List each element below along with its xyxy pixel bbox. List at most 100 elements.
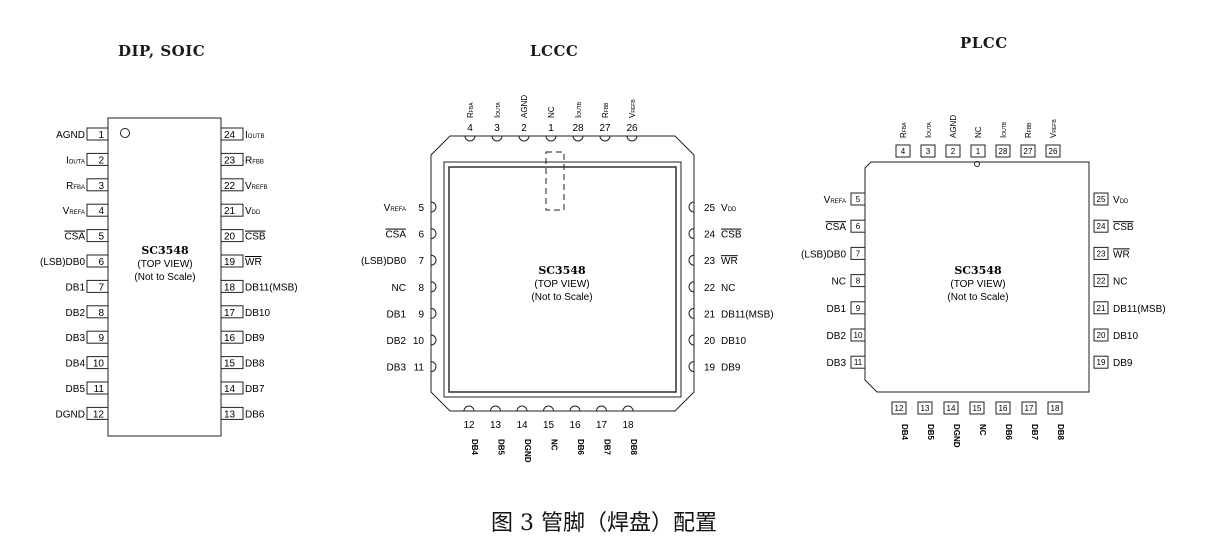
plcc-pin-name-v-refa: VREFA <box>824 195 846 206</box>
lccc-pin-number-25: 25 <box>704 203 716 214</box>
plcc-pin-name-dgnd: DGND <box>952 424 961 448</box>
plcc-pad-23 <box>1093 246 1109 260</box>
lccc-pad-18 <box>622 405 634 412</box>
lccc-pin-name-dgnd: DGND <box>523 439 532 463</box>
lccc-pin-name-db10: DB10 <box>721 336 746 347</box>
plcc-pad-2 <box>945 144 961 158</box>
pin-name-db3: DB3 <box>66 333 86 344</box>
pin-number: 14 <box>224 384 236 395</box>
plcc-pad-3 <box>920 144 936 158</box>
pin-name-i-outa: IOUTA <box>66 155 85 166</box>
plcc-pin-name-nc: NC <box>978 424 987 436</box>
lccc-pad-4 <box>464 135 476 142</box>
pin-name-db6: DB6 <box>245 409 265 420</box>
plcc-pin-name-db4: DB4 <box>900 424 909 441</box>
lccc-chip-scale: (Not to Scale) <box>531 292 592 303</box>
lccc-die-inner <box>448 166 677 393</box>
dip-chip-view: (TOP VIEW) <box>137 259 192 270</box>
lccc-pin-number-22: 22 <box>704 283 716 294</box>
pin-number: 8 <box>98 308 104 319</box>
pin-box <box>86 229 109 243</box>
plcc-pin-name-v-refb: VREFB <box>1049 119 1058 138</box>
lccc-pad-28 <box>572 135 584 142</box>
lccc-pin-number-18: 18 <box>622 420 634 431</box>
plcc-pin-name-v-dd: VDD <box>1113 195 1129 206</box>
lccc-pin1-index <box>545 151 565 211</box>
plcc-pin-number-4: 4 <box>901 147 906 156</box>
lccc-pin-name-v-dd: VDD <box>721 203 737 214</box>
lccc-pin-number-6: 6 <box>418 230 424 241</box>
pin-name-db10: DB10 <box>245 308 270 319</box>
plcc-pad-20 <box>1093 328 1109 342</box>
plcc-pin-name-csb: CSB <box>1113 222 1134 233</box>
pin-box <box>86 152 109 166</box>
plcc-pin-name-db3: DB3 <box>827 358 847 369</box>
pin-name-db1: DB1 <box>66 282 86 293</box>
pin-box <box>220 381 244 395</box>
plcc-pad-6 <box>850 219 866 233</box>
dip-chip-name: SC3548 <box>141 244 189 257</box>
pin-box <box>86 356 109 370</box>
pin-name-csb: CSB <box>245 232 266 243</box>
lccc-title: LCCC <box>530 42 579 60</box>
lccc-pin-number-19: 19 <box>704 363 716 374</box>
lccc-pin-number-21: 21 <box>704 309 716 320</box>
plcc-pin-number-8: 8 <box>856 277 861 286</box>
pin-name-db2: DB2 <box>66 308 86 319</box>
lccc-pin-name-r-fbb: RFBB <box>601 102 610 118</box>
plcc-chip-view: (TOP VIEW) <box>950 279 1005 290</box>
lccc-pin-number-11: 11 <box>414 363 425 374</box>
lccc-pin-name-lsb-db0: (LSB)DB0 <box>361 256 406 267</box>
pin-box <box>220 254 244 268</box>
dip-chip-scale: (Not to Scale) <box>134 272 195 283</box>
plcc-pin-name-lsb-db0: (LSB)DB0 <box>801 249 846 260</box>
dip-pin-2: 2 IOUTA <box>66 152 109 166</box>
plcc-pin-name-nc: NC <box>974 126 983 138</box>
lccc-chip-view: (TOP VIEW) <box>534 279 589 290</box>
plcc-pin-number-6: 6 <box>856 222 861 231</box>
plcc-pin-name-r-fbb: RFBB <box>1024 122 1033 138</box>
pin-box <box>86 330 109 344</box>
pin-number: 18 <box>224 282 236 293</box>
plcc-pin-number-7: 7 <box>856 249 861 258</box>
pin1-marker <box>120 128 130 138</box>
pin-number: 2 <box>98 155 104 166</box>
pin-name-v-dd: VDD <box>245 206 261 217</box>
lccc-pin-name-v-refa: VREFA <box>384 203 406 214</box>
plcc-pad-11 <box>850 355 866 369</box>
pin-box <box>220 203 244 217</box>
plcc-pin-name-db8: DB8 <box>1056 424 1065 441</box>
pin-name-v-refb: VREFB <box>245 181 268 192</box>
plcc-pin-number-5: 5 <box>856 195 861 204</box>
lccc-pin-name-db6: DB6 <box>576 439 585 456</box>
lccc-body <box>430 135 695 412</box>
plcc-pin-number-16: 16 <box>999 404 1008 413</box>
lccc-pad-7 <box>430 254 437 266</box>
pin-name-wr: WR <box>245 257 262 268</box>
lccc-pin-name-r-fba: RFBA <box>466 102 475 118</box>
lccc-pad-2 <box>518 135 530 142</box>
plcc-pin-name-nc: NC <box>1113 277 1127 288</box>
lccc-pad-1 <box>545 135 557 142</box>
pin-number: 7 <box>98 282 104 293</box>
plcc-title: PLCC <box>960 34 1008 52</box>
pin-box <box>86 203 109 217</box>
lccc-pin-name-db9: DB9 <box>721 363 741 374</box>
lccc-die-outer <box>443 161 682 398</box>
plcc-pin-name-r-fba: RFBA <box>899 122 908 138</box>
lccc-pin-number-3: 3 <box>494 123 500 134</box>
plcc-pin-name-db10: DB10 <box>1113 331 1138 342</box>
lccc-pin-name-wr: WR <box>721 256 738 267</box>
plcc-pad-24 <box>1093 219 1109 233</box>
plcc-pad-17 <box>1021 401 1037 415</box>
dip-pin-17: 17 DB10 <box>220 305 270 319</box>
pin-number: 17 <box>224 308 236 319</box>
plcc-pad-25 <box>1093 192 1109 206</box>
lccc-pad-22 <box>688 281 695 293</box>
plcc-pin-number-18: 18 <box>1051 404 1060 413</box>
